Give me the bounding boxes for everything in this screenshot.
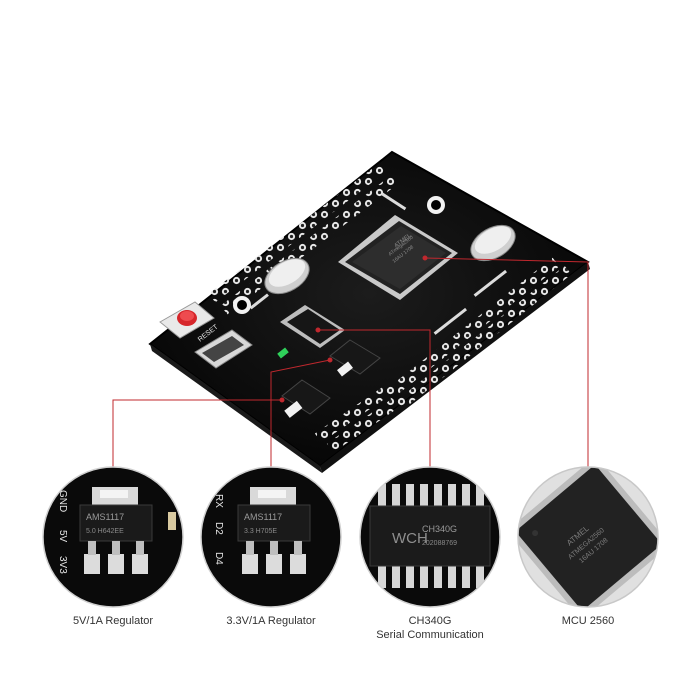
callout-line-ch340 xyxy=(318,329,431,467)
caption-mcu: MCU 2560 xyxy=(518,614,658,628)
caption-ch340g-line-1: CH340G xyxy=(408,615,452,627)
caption-mcu-line-1: MCU 2560 xyxy=(561,615,615,627)
callout-line-3v3 xyxy=(270,359,331,467)
caption-5v-regulator: 5V/1A Regulator xyxy=(43,614,183,628)
micro-usb-port xyxy=(194,329,253,369)
callout-lines xyxy=(112,255,589,467)
reg5v-marking-1: AMS1117 xyxy=(86,512,124,522)
mcu-chip: ATMEL ATmega2560 16AU 1708 xyxy=(338,215,458,300)
caption-5v-line-1: 5V/1A Regulator xyxy=(72,615,154,627)
mega-2560-pro-board: ATMEL ATmega2560 16AU 1708 RESET xyxy=(148,150,590,473)
reg33-marking-1: AMS1117 xyxy=(244,512,282,522)
regulator-top xyxy=(329,339,381,377)
reg5v-marking-2: 5.0 H642EE xyxy=(86,528,124,535)
header-holes-right xyxy=(314,257,572,453)
ch340-marking-2: CH340G xyxy=(422,524,457,534)
caption-ch340g-line-2: Serial Communication xyxy=(376,629,484,641)
ch340-chip xyxy=(280,305,345,348)
header-holes-top-left xyxy=(208,163,398,315)
zoom-circle-ch340g: WCH CH340G 202088769 xyxy=(359,466,501,608)
silkscreen-marks xyxy=(249,192,507,335)
crystal-oscillator-right xyxy=(470,224,516,262)
pin-label-d4: D4 xyxy=(213,552,224,565)
regulator-bottom xyxy=(281,379,331,418)
pin-label-d2: D2 xyxy=(213,522,224,535)
pin-label-3v3: 3V3 xyxy=(57,556,68,574)
ch340-marking-3: 202088769 xyxy=(422,540,457,547)
zoom-circle-mcu: ATMEL ATMEGA2560 16AU 1708 xyxy=(517,466,659,608)
callout-line-mcu xyxy=(424,257,589,467)
reg33-marking-2: 3.3 H705E xyxy=(244,528,277,535)
status-led xyxy=(277,347,289,359)
caption-3v3-line-1: 3.3V/1A Regulator xyxy=(226,615,316,627)
pin-label-5v: 5V xyxy=(57,530,68,543)
caption-ch340g: CH340G Serial Communication xyxy=(360,614,500,642)
crystal-oscillator-left xyxy=(264,257,310,295)
pin-label-gnd: GND xyxy=(57,490,68,512)
zoom-circle-3v3-regulator: AMS1117 3.3 H705E RX D2 D4 xyxy=(200,466,342,608)
zoom-circle-5v-regulator: AMS1117 5.0 H642EE GND 5V 3V3 xyxy=(42,466,184,608)
caption-3v3-regulator: 3.3V/1A Regulator xyxy=(196,614,346,628)
callout-line-5v xyxy=(112,399,282,467)
pin-label-rx: RX xyxy=(213,494,224,508)
ch340-marking-1: WCH xyxy=(392,530,428,547)
mounting-holes xyxy=(233,196,445,314)
